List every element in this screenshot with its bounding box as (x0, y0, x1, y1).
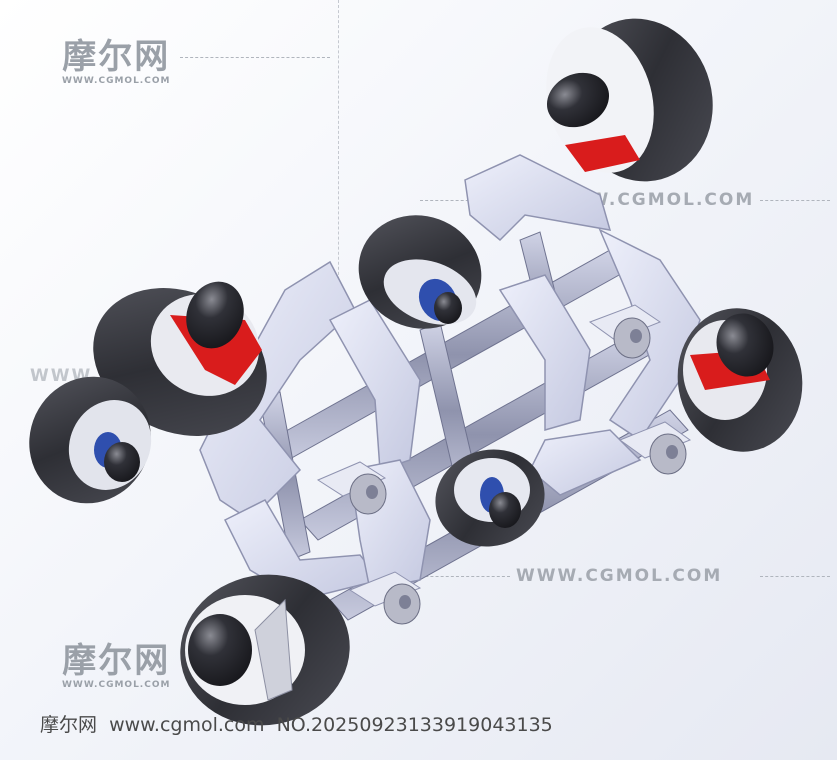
watermark-dash-line (760, 576, 830, 577)
footer-url[interactable]: www.cgmol.com (109, 714, 265, 736)
footer-caption: 摩尔网 www.cgmol.com NO.2025092313391904313… (40, 710, 559, 737)
thruster-top-right (546, 18, 713, 182)
watermark-dash-line (180, 57, 330, 58)
thruster-center (435, 449, 545, 547)
thruster-upper-middle (358, 215, 482, 329)
footer-serial: NO.2025092313391904313​5 (276, 714, 553, 736)
watermark-site-text-3: WWW.CGMOL.COM (516, 566, 723, 586)
footer-site-name: 摩尔网 (40, 714, 98, 736)
watermark-dash-line (410, 576, 510, 577)
thruster-right (677, 308, 803, 452)
watermark-logo-bottom: 摩尔网 WWW.CGMOL.COM (62, 642, 170, 690)
thruster-bottom (180, 574, 350, 726)
watermark-logo-top: 摩尔网 WWW.CGMOL.COM (62, 38, 170, 86)
watermark-vertical-line (338, 0, 339, 300)
caster-wheels (316, 304, 692, 625)
watermark-logo-cn: 摩尔网 (62, 37, 171, 77)
watermark-logo-en: WWW.CGMOL.COM (62, 76, 171, 86)
thruster-left-lower (29, 376, 152, 504)
watermark-logo-cn: 摩尔网 (62, 641, 171, 681)
watermark-dash-line (760, 200, 830, 201)
watermark-logo-en: WWW.CGMOL.COM (62, 680, 171, 690)
